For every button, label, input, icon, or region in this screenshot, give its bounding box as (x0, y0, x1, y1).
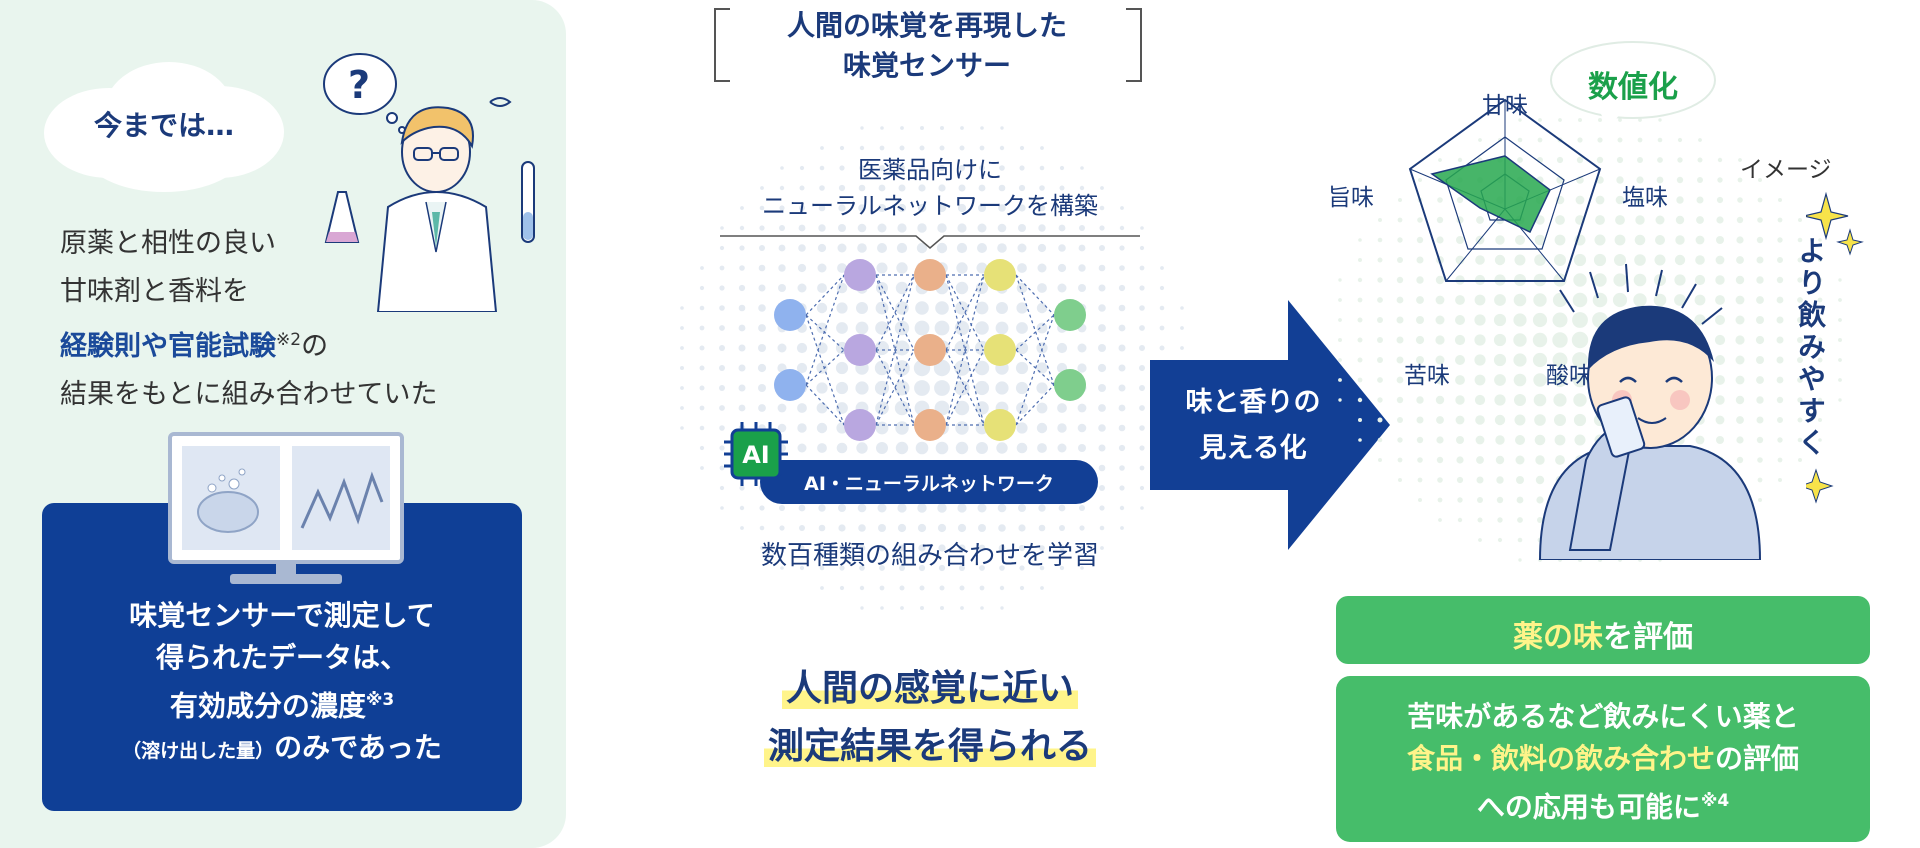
limit-line: 得られたデータは、 (155, 641, 408, 674)
taste-radar-chart (1408, 98, 1602, 282)
past-suffix: の (301, 331, 329, 362)
sparkle-icon (1806, 191, 1864, 504)
axis-label-sweet: 甘味 (1482, 93, 1528, 119)
nn-node (1054, 369, 1086, 401)
sensor-title-line: 人間の味覚を再現した (786, 9, 1067, 42)
past-line: 経験則や官能試験※2の (60, 316, 530, 371)
result-line: 人間の感覚に近い (700, 660, 1160, 718)
monitor-icon (168, 432, 404, 584)
numeric-label: 数値化 (1588, 70, 1678, 105)
limit-small: （溶け出した量） (122, 740, 275, 763)
speech-cloud: 今までは… (44, 62, 284, 192)
easier-drink-label: より飲みやすく (1794, 236, 1827, 460)
ai-chip-icon: AI (724, 422, 788, 486)
numeric-bubble: 数値化 (1548, 40, 1718, 128)
past-emphasis: 経験則や官能試験 (60, 331, 276, 362)
arrow-line: 見える化 (1199, 433, 1307, 464)
past-line: 甘味剤と香料を (60, 276, 249, 307)
past-description: 原薬と相性の良い 甘味剤と香料を 経験則や官能試験※2の 結果をもとに組み合わせ… (60, 220, 530, 419)
drinking-person-illustration (1538, 263, 1762, 560)
ai-chip-label: AI (742, 441, 770, 469)
limit-line: 味覚センサーで測定して (129, 599, 435, 632)
nn-node (914, 334, 946, 366)
nn-caption: 医薬品向けに ニューラルネットワークを構築 (720, 152, 1140, 260)
axis-label-salty: 塩味 (1622, 185, 1668, 211)
ai-network-pill: AI・ニューラルネットワーク (760, 460, 1098, 504)
taste-profile-area (1430, 155, 1551, 234)
nn-node (844, 259, 876, 291)
limit-line-text: 有効成分の濃度 (169, 689, 366, 723)
caption-pointer-line (720, 235, 1140, 249)
axis-label-bitter: 苦味 (1404, 363, 1450, 389)
application-line-text: への応用も可能に (1476, 790, 1701, 824)
application-box: 苦味があるなど飲みにくい薬と 食品・飲料の飲み合わせの評価 への応用も可能に※4 (1336, 676, 1870, 842)
evaluation-rest: を評価 (1603, 620, 1693, 655)
nn-node (844, 409, 876, 441)
bracket-right (1126, 8, 1142, 82)
image-label: イメージ (1740, 157, 1832, 183)
result-line-text: 人間の感覚に近い (781, 668, 1078, 709)
nn-node (984, 334, 1016, 366)
footnote-mark: ※4 (1700, 791, 1730, 811)
neural-network-diagram (774, 259, 1086, 441)
scientist-illustration: ? (323, 53, 535, 312)
application-line: 苦味があるなど飲みにくい薬と (1407, 700, 1799, 733)
application-text: 苦味があるなど飲みにくい薬と 食品・飲料の飲み合わせの評価 への応用も可能に※4 (1336, 696, 1870, 828)
result-line: 測定結果を得られる (700, 718, 1160, 776)
application-line: 食品・飲料の飲み合わせの評価 (1336, 738, 1870, 780)
nn-node (984, 259, 1016, 291)
past-line: 原薬と相性の良い (60, 228, 276, 259)
nn-caption-line: 医薬品向けに (858, 156, 1002, 184)
sensor-title-line: 味覚センサー (842, 49, 1011, 82)
halftone-background (680, 126, 1184, 610)
evaluation-emphasis: 薬の味 (1513, 620, 1603, 655)
limit-line: 有効成分の濃度※3 (42, 679, 522, 727)
arrow-line: 味と香りの (1185, 387, 1321, 418)
evaluation-label: 薬の味を評価 (1336, 612, 1870, 656)
svg-text:?: ? (348, 63, 370, 107)
nn-caption-line: ニューラルネットワークを構築 (762, 192, 1098, 220)
result-line-text: 測定結果を得られる (763, 726, 1096, 767)
limit-line-text: のみであった (274, 731, 442, 765)
nn-node (914, 259, 946, 291)
application-line: への応用も可能に※4 (1336, 780, 1870, 828)
limit-line: （溶け出した量）のみであった (42, 727, 522, 772)
axis-label-umami: 旨味 (1328, 185, 1374, 211)
visualization-arrow (1150, 300, 1390, 550)
nn-node (774, 369, 806, 401)
bubble-shape (1550, 41, 1716, 128)
evaluation-bar: 薬の味を評価 (1336, 596, 1870, 664)
nn-node (1054, 299, 1086, 331)
line-graph-icon (300, 471, 384, 529)
application-emphasis: 食品・飲料の飲み合わせ (1406, 742, 1715, 775)
nn-node (844, 334, 876, 366)
result-text: 人間の感覚に近い 測定結果を得られる (700, 660, 1160, 776)
axis-label-sour: 酸味 (1546, 363, 1592, 389)
effervescent-tablet-icon (197, 468, 259, 533)
nn-node (774, 299, 806, 331)
sensor-title: 人間の味覚を再現した 味覚センサー (712, 6, 1142, 86)
past-line: 結果をもとに組み合わせていた (60, 379, 438, 410)
footnote-mark: ※2 (276, 330, 302, 350)
ai-pill-label: AI・ニューラルネットワーク (804, 473, 1054, 495)
sensor-limit-box: 味覚センサーで測定して 得られたデータは、 有効成分の濃度※3 （溶け出した量）… (42, 503, 522, 811)
nn-node (984, 409, 1016, 441)
sensor-limit-text: 味覚センサーで測定して 得られたデータは、 有効成分の濃度※3 （溶け出した量）… (42, 595, 522, 772)
question-bubble-icon: ? (323, 53, 406, 134)
bubble-label: 今までは… (93, 109, 234, 142)
application-rest: の評価 (1715, 742, 1800, 775)
learn-text: 数百種類の組み合わせを学習 (760, 541, 1099, 571)
arrow-text: 味と香りの 見える化 (1158, 380, 1348, 472)
footnote-mark: ※3 (365, 690, 395, 710)
nn-node (914, 409, 946, 441)
bracket-left (714, 8, 730, 82)
